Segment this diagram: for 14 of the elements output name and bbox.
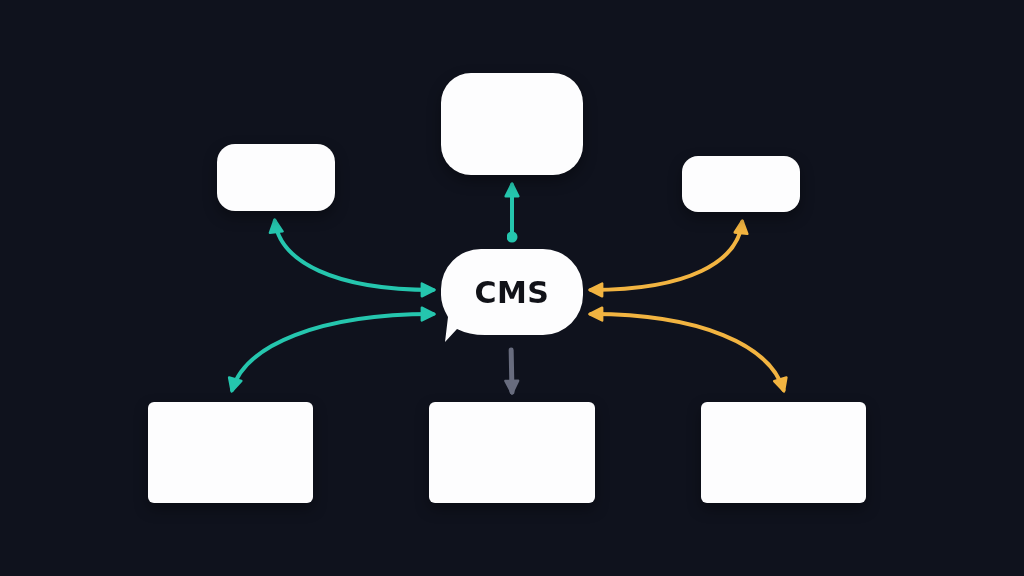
arrow xyxy=(504,182,520,243)
arrow xyxy=(504,347,520,395)
node-label: CMS xyxy=(474,274,550,310)
double-arrow xyxy=(229,306,436,393)
speech-bubble xyxy=(441,249,583,342)
blank-card xyxy=(148,402,313,503)
double-arrow xyxy=(588,219,748,298)
blank-card xyxy=(429,402,595,503)
double-arrow xyxy=(588,306,787,393)
blank-card xyxy=(701,402,866,503)
blank-card xyxy=(441,73,583,175)
blank-card xyxy=(217,144,335,211)
double-arrow xyxy=(269,218,436,298)
blank-card xyxy=(682,156,800,212)
